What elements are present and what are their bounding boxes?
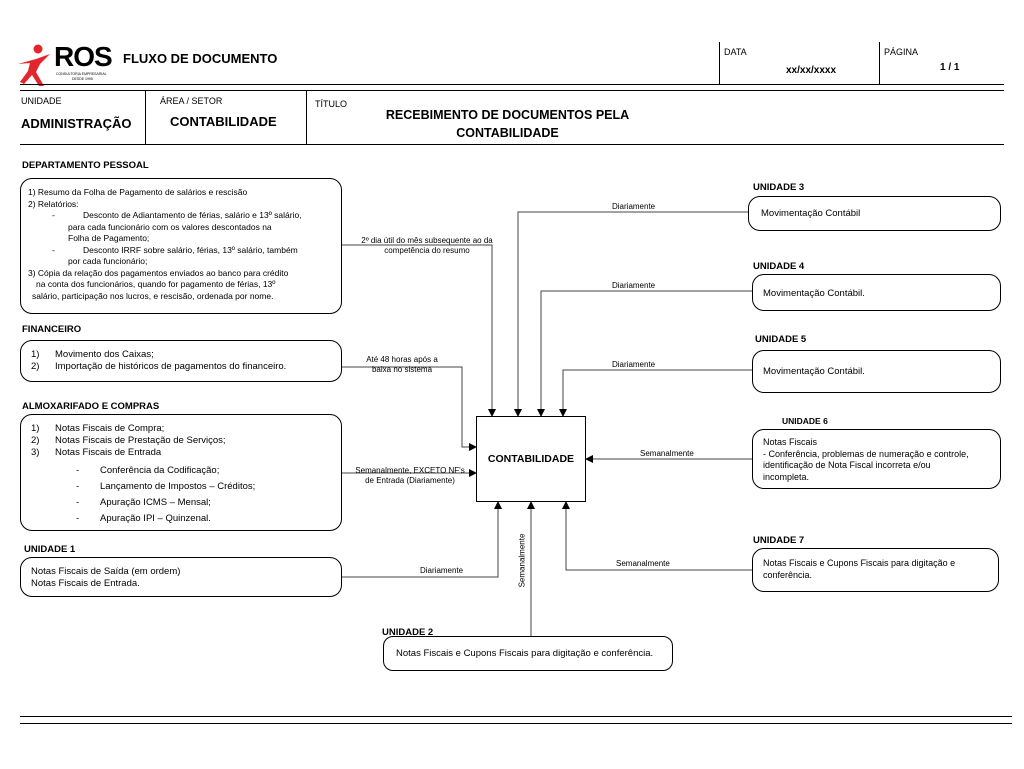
alm-sub-3: Apuração ICMS – Mensal; (100, 497, 211, 508)
footer-rule-2 (20, 723, 1012, 724)
alm-dash-4: - (76, 513, 80, 524)
logo-since: DESDE 1995 (72, 77, 93, 81)
dp-line-2: 2) Relatórios: (28, 198, 79, 209)
u1-box: Notas Fiscais de Saída (em ordem) Notas … (20, 557, 342, 597)
u5-box: Movimentação Contábil. (752, 350, 1001, 393)
u1-line-1: Notas Fiscais de Saída (em ordem) (31, 566, 181, 577)
dp-line-1: 1) Resumo da Folha de Pagamento de salár… (28, 187, 248, 197)
u6-box: Notas Fiscais - Conferência, problemas d… (752, 429, 1001, 489)
alm-item-3: Notas Fiscais de Entrada (55, 447, 162, 458)
u6-line-3: identificação de Nota Fiscal incorreta e… (763, 460, 931, 470)
u6-line-4: incompleta. (763, 471, 810, 482)
alm-num-1: 1) (31, 423, 40, 434)
dp-line-8: 3) Cópia da relação dos pagamentos envia… (28, 267, 289, 278)
date-value: xx/xx/xxxx (786, 65, 837, 76)
contabilidade-box: CONTABILIDADE (476, 416, 586, 502)
u2-box: Notas Fiscais e Cupons Fiscais para digi… (383, 636, 673, 671)
u7-box: Notas Fiscais e Cupons Fiscais para digi… (752, 548, 999, 592)
u5-text: Movimentação Contábil. (763, 366, 865, 377)
page-value: 1 / 1 (940, 62, 960, 73)
u7-line-2: conferência. (763, 569, 813, 580)
alm-dash-2: - (76, 481, 80, 492)
dp-line-3: Desconto de Adiantamento de férias, salá… (83, 210, 302, 220)
dp-line-9: na conta dos funcionários, quando for pa… (36, 279, 276, 289)
page-title-line2: CONTABILIDADE (456, 126, 559, 140)
u1-title: UNIDADE 1 (24, 544, 76, 555)
dp-line-4: para cada funcionário com os valores des… (68, 221, 272, 232)
u2-title: UNIDADE 2 (382, 627, 434, 638)
dp-line-10: salário, participação nos lucros, e resc… (32, 290, 274, 301)
doc-type: FLUXO DE DOCUMENTO (123, 51, 278, 66)
contabilidade-label: CONTABILIDADE (487, 453, 575, 465)
alm-box: 1) Notas Fiscais de Compra; 2) Notas Fisca… (20, 414, 342, 531)
dp-arrow-label: 2º dia útil do mês subsequente ao da com… (361, 236, 493, 255)
u6-line-2: - Conferência, problemas de numeração e … (763, 448, 969, 459)
fin-item-1: Movimento dos Caixas; (55, 349, 154, 360)
unit-value: ADMINISTRAÇÃO (21, 116, 132, 131)
dp-title: DEPARTAMENTO PESSOAL (22, 160, 149, 171)
u7-line-1: Notas Fiscais e Cupons Fiscais para digi… (763, 558, 956, 568)
u4-title: UNIDADE 4 (753, 261, 805, 272)
area-value: CONTABILIDADE (170, 114, 277, 129)
logo-text: ROS (54, 41, 113, 72)
u6-line-1: Notas Fiscais (763, 437, 818, 447)
alm-arrow-label: Semanalmente, EXCETO NF's de Entrada (Di… (355, 466, 465, 485)
fin-num-1: 1) (31, 349, 40, 360)
u3-arrow-label: Diariamente (612, 202, 656, 211)
u7-arrow-label: Semanalmente (616, 559, 670, 568)
u4-box: Movimentação Contábil. (752, 274, 1001, 311)
date-label: DATA (724, 47, 747, 57)
u3-text: Movimentação Contábil (761, 208, 861, 219)
u2-arrow-label: Semanalmente (517, 533, 527, 588)
dp-dash-1: - (52, 210, 55, 220)
page-label: PÁGINA (884, 47, 919, 57)
title-label: TÍTULO (315, 99, 348, 109)
u2-text: Notas Fiscais e Cupons Fiscais para digi… (396, 648, 654, 659)
dp-line-6: Desconto IRRF sobre salário, férias, 13º… (83, 244, 298, 255)
page-title-line1: RECEBIMENTO DE DOCUMENTOS PELA (385, 108, 630, 122)
alm-sub-1: Conferência da Codificação; (100, 465, 220, 476)
u6-arrow-label: Semanalmente (640, 449, 694, 458)
u1-line-2: Notas Fiscais de Entrada. (31, 578, 140, 589)
fin-num-2: 2) (31, 361, 40, 372)
area-label: ÁREA / SETOR (160, 96, 223, 106)
alm-item-2: Notas Fiscais de Prestação de Serviços; (55, 435, 226, 446)
alm-title: ALMOXARIFADO E COMPRAS (22, 401, 160, 412)
u5-title: UNIDADE 5 (755, 334, 807, 345)
fin-box: 1) Movimento dos Caixas; 2) Importação de … (20, 340, 342, 382)
footer-rule-1 (20, 716, 1012, 717)
alm-dash-1: - (76, 465, 80, 476)
alm-num-2: 2) (31, 435, 40, 446)
u4-arrow-label: Diariamente (612, 281, 656, 290)
dp-line-7: por cada funcionário; (68, 256, 148, 266)
logo: ROS CONSULTORIA EMPRESARIAL DESDE 1995 (14, 41, 114, 88)
u1-arrow-label: Diariamente (420, 566, 464, 575)
u3-box: Movimentação Contábil (748, 196, 1001, 231)
logo-subtext: CONSULTORIA EMPRESARIAL (56, 72, 107, 76)
fin-title: FINANCEIRO (22, 324, 82, 335)
u3-title: UNIDADE 3 (753, 182, 805, 193)
logo-figure-icon (18, 44, 50, 86)
u7-title: UNIDADE 7 (753, 535, 805, 546)
dp-line-5: Folha de Pagamento; (68, 233, 150, 243)
u4-text: Movimentação Contábil. (763, 288, 865, 299)
alm-item-1: Notas Fiscais de Compra; (55, 423, 165, 434)
dp-box: 1) Resumo da Folha de Pagamento de salár… (20, 178, 342, 314)
fin-arrow-label: Até 48 horas após a baixa no sistema (366, 355, 438, 374)
u6-title: UNIDADE 6 (782, 416, 828, 426)
alm-sub-2: Lançamento de Impostos – Créditos; (100, 481, 256, 492)
fin-item-2: Importação de históricos de pagamentos d… (55, 361, 287, 372)
alm-dash-3: - (76, 497, 80, 508)
dp-dash-2: - (52, 244, 55, 255)
u5-arrow-label: Diariamente (612, 360, 656, 369)
page-title: RECEBIMENTO DE DOCUMENTOS PELA CONTABILI… (350, 106, 665, 142)
unit-label: UNIDADE (21, 96, 62, 106)
alm-sub-4: Apuração IPI – Quinzenal. (100, 513, 211, 524)
alm-num-3: 3) (31, 447, 40, 458)
